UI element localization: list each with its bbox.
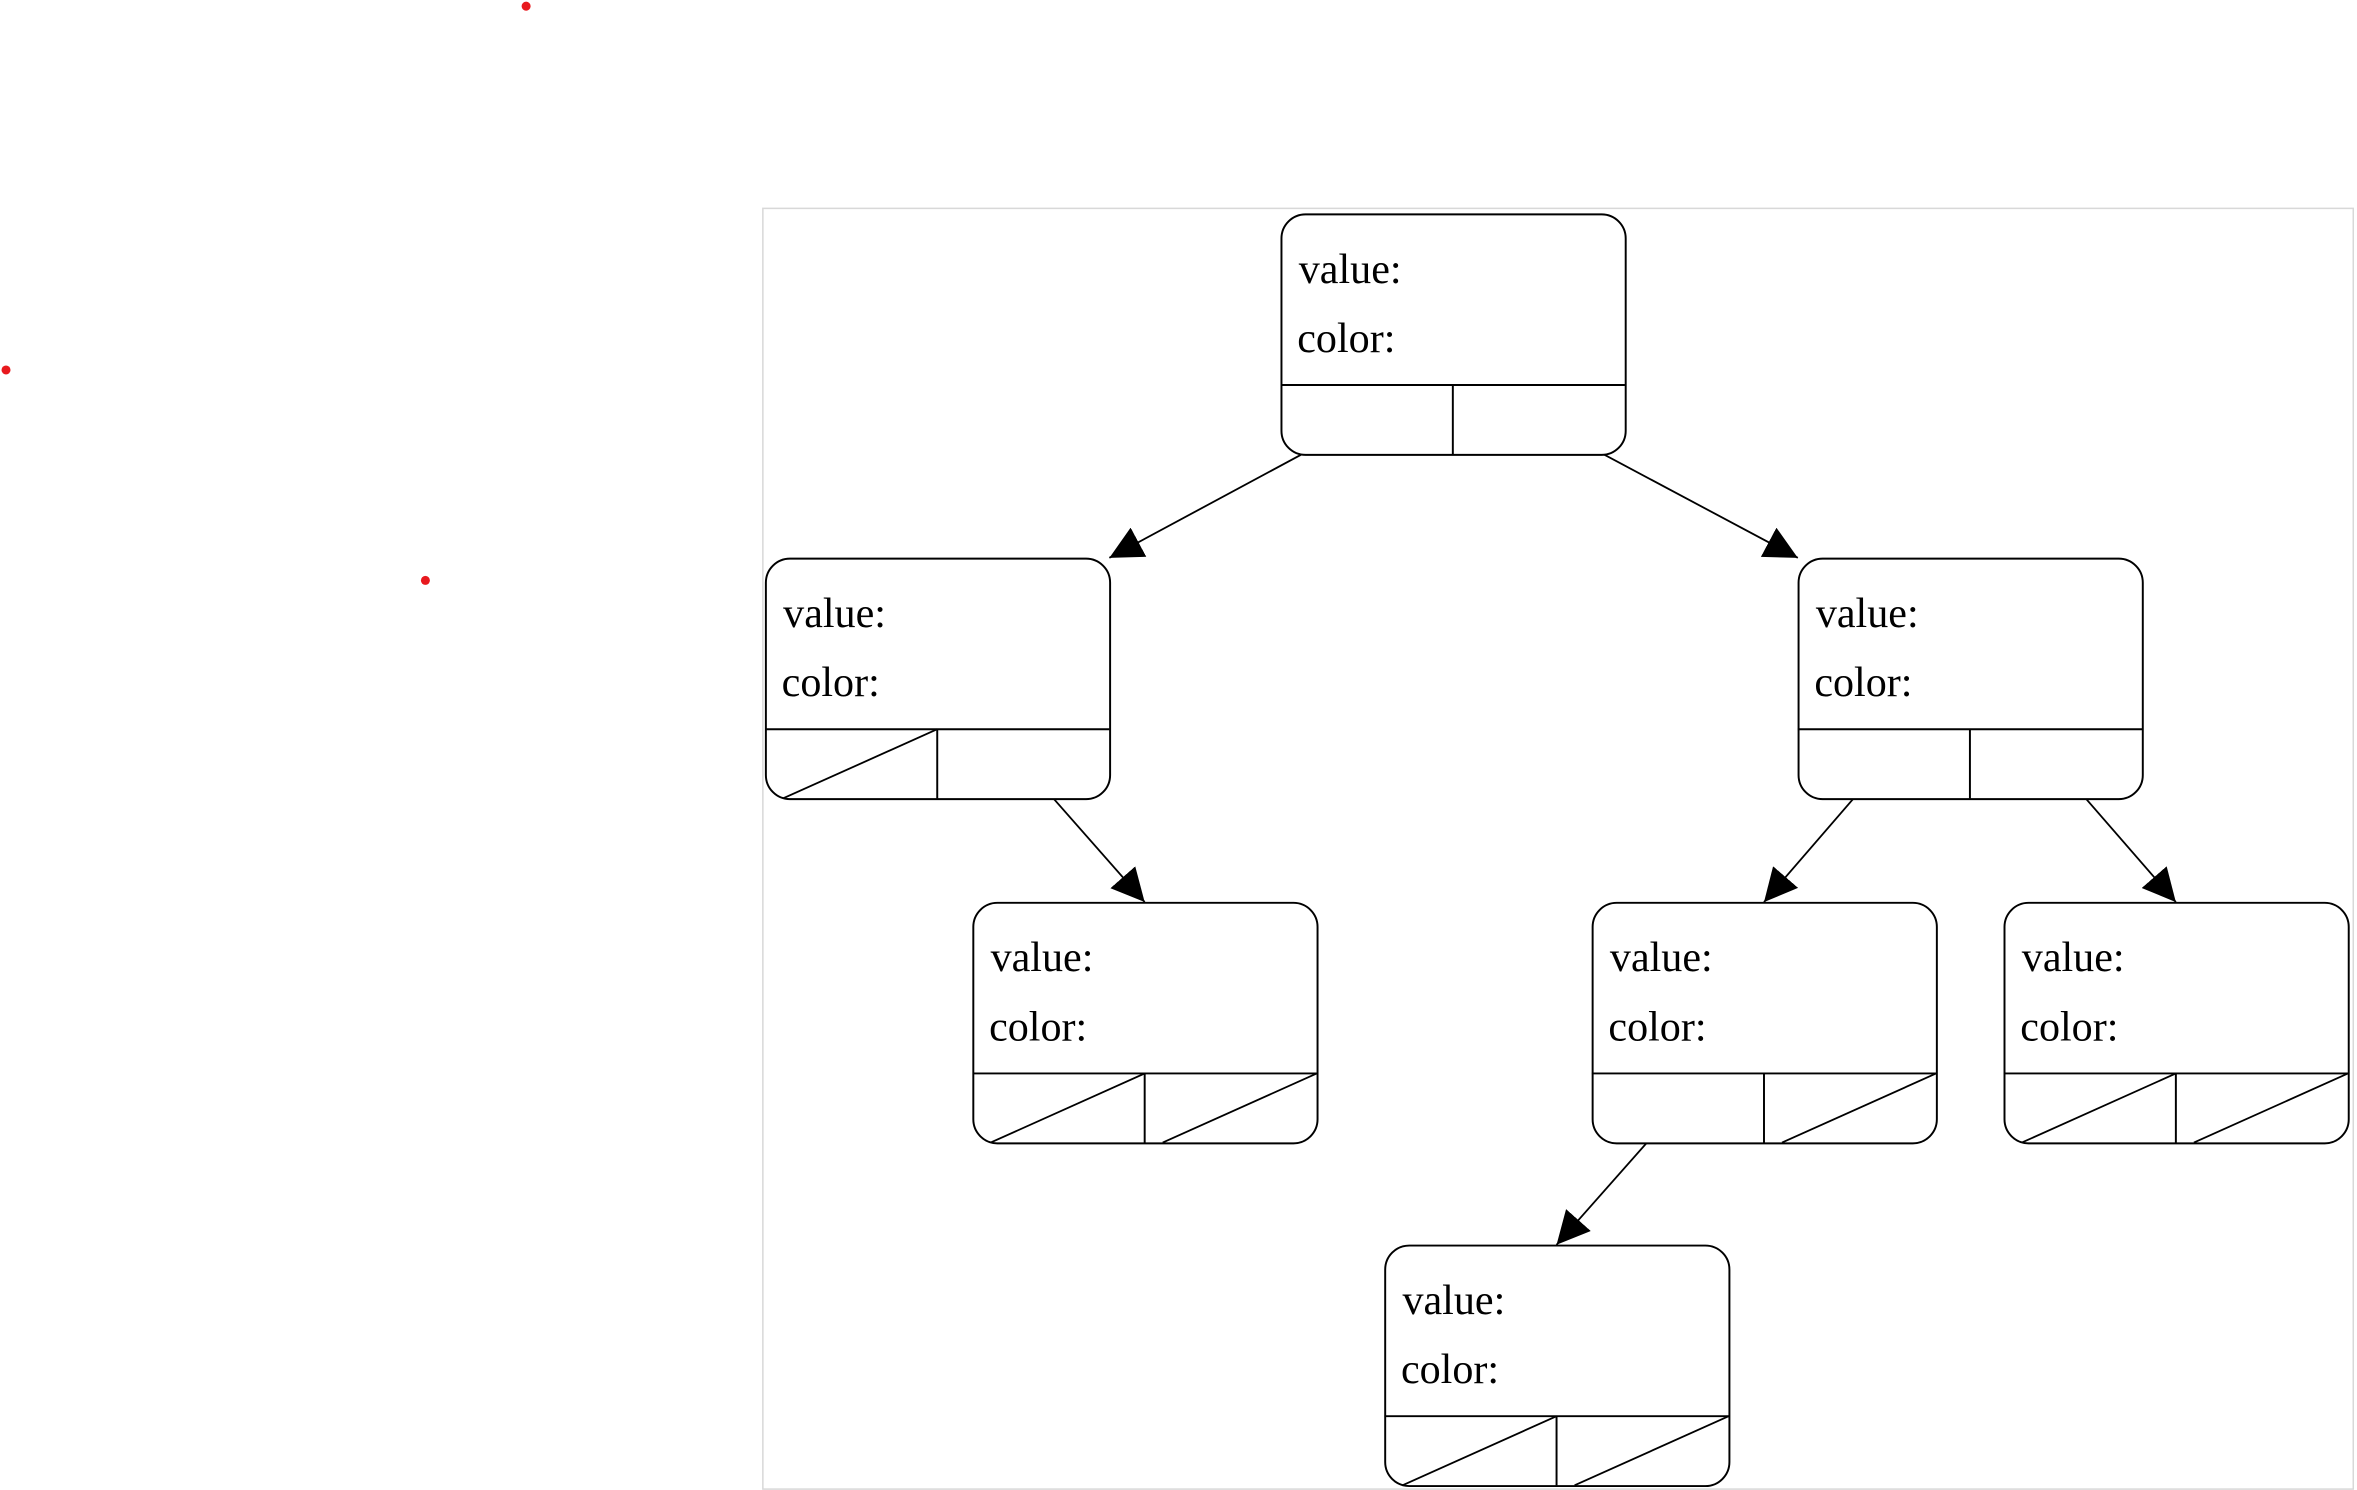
value-label: value: (2022, 935, 2125, 981)
node-box (2003, 901, 2350, 1145)
value-label: value: (991, 935, 1094, 981)
tree-node: value: color: (1280, 213, 1627, 456)
color-label: color: (1814, 660, 1912, 706)
tree-node: value: color: (1797, 557, 2144, 801)
null-right-pointer (1574, 1415, 1730, 1487)
node-box (1384, 1244, 1731, 1488)
color-label: color: (2020, 1004, 2118, 1050)
value-label: value: (1610, 935, 1713, 981)
node-box (972, 901, 1319, 1145)
tree-node: value: color: (764, 557, 1112, 801)
value-label: value: (1816, 591, 1919, 637)
value-label: value: (1299, 247, 1402, 293)
color-label: color: (1401, 1347, 1499, 1393)
null-right-pointer (1781, 1072, 1937, 1144)
tree-node: value: color: (972, 901, 1319, 1145)
tree-node: value: color: (2003, 901, 2350, 1145)
node-box (1591, 901, 1938, 1145)
null-left-pointer (2021, 1072, 2177, 1144)
tree-node: value: color: (1591, 901, 1938, 1145)
tree-node: value: color: (1384, 1244, 1731, 1488)
value-label: value: (783, 591, 886, 637)
null-right-pointer (1162, 1072, 1318, 1144)
node-box (1280, 213, 1627, 456)
color-label: color: (782, 660, 880, 706)
red-marker-dot (420, 575, 430, 585)
null-right-pointer (2193, 1072, 2349, 1144)
diagram-frame (762, 207, 2354, 1490)
color-label: color: (1297, 316, 1395, 362)
null-left-pointer (1402, 1415, 1557, 1487)
red-marker-dot (1, 365, 11, 375)
null-left-pointer (990, 1072, 1146, 1144)
value-label: value: (1402, 1278, 1505, 1324)
color-label: color: (1608, 1004, 1706, 1050)
nodes: value:color:value:color:value:color:valu… (764, 213, 2350, 1488)
color-label: color: (989, 1004, 1087, 1050)
red-marker-dot (521, 1, 531, 11)
null-left-pointer (782, 728, 938, 800)
node-box (764, 557, 1112, 801)
node-box (1797, 557, 2144, 801)
